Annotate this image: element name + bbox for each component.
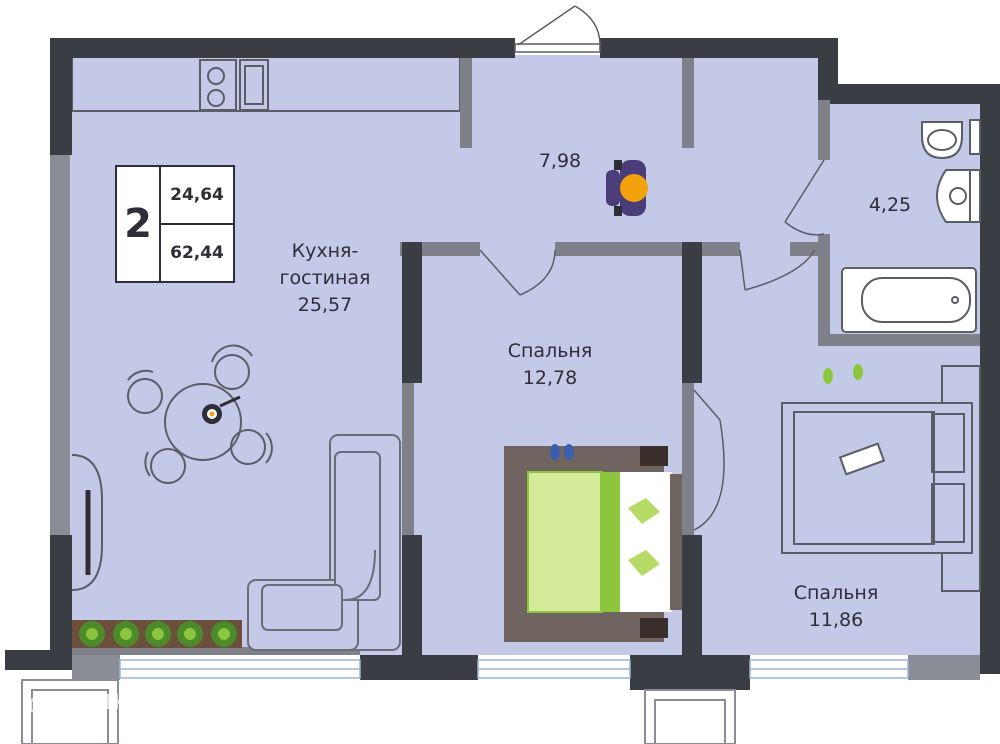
tv-panel [71, 454, 103, 591]
kitchen-living-area: 25,57 [297, 294, 353, 316]
entrance-door [514, 5, 601, 53]
planters [72, 620, 242, 648]
kitchen-living-name-1: Кухня- [291, 240, 359, 262]
hall-area: 7,98 [538, 150, 582, 172]
hall-label: 7,98 [510, 148, 610, 175]
summary-box: 2 24,64 62,44 [115, 165, 235, 283]
sofa [247, 434, 401, 651]
person-figure [606, 160, 648, 216]
bathroom-area: 4,25 [868, 194, 912, 216]
windows [119, 659, 909, 679]
total-area-value: 62,44 [170, 243, 224, 263]
house-logo-icon [30, 692, 50, 712]
bedroom1-furniture [504, 444, 682, 642]
balconies [21, 679, 736, 744]
bathroom-label: 4,25 [840, 192, 940, 219]
kitchen-living-name-2: гостиная [279, 267, 371, 289]
bedroom2-area: 11,86 [808, 609, 864, 631]
kitchen-living-label: Кухня- гостиная 25,57 [250, 238, 400, 319]
bedroom2-furniture [781, 364, 981, 592]
bedroom2-name: Спальня [793, 582, 879, 604]
bedroom1-area: 12,78 [522, 367, 578, 389]
living-area-value: 24,64 [161, 167, 233, 225]
bedroom1-name: Спальня [507, 340, 593, 362]
bedroom1-label: Спальня 12,78 [480, 338, 620, 392]
watermark: ДОМКЛИК [30, 690, 180, 714]
bathroom-fixtures [841, 119, 981, 333]
outer-wall-grey [50, 155, 980, 680]
interior-walls-dark [402, 242, 702, 675]
watermark-text: ДОМКЛИК [56, 690, 181, 714]
dining-set [127, 344, 273, 484]
bedroom2-label: Спальня 11,86 [766, 580, 906, 634]
door-swings [479, 159, 825, 531]
room-count: 2 [117, 167, 161, 281]
